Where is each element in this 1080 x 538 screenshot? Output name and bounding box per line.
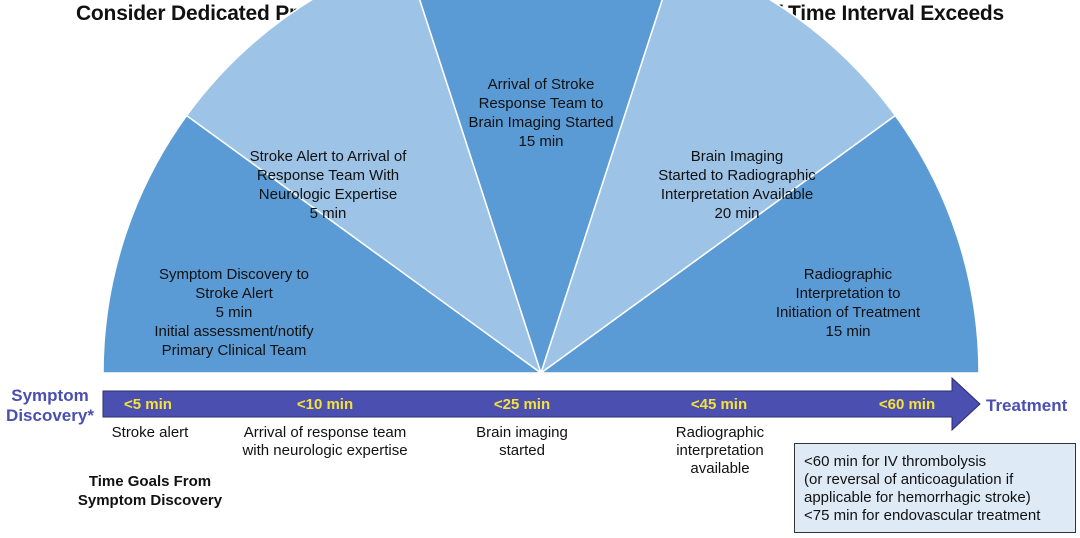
segment-label-interpretation-to-treatment: Radiographic Interpretation to Initiatio…: [775, 266, 921, 340]
timeline-end-label: Treatment: [986, 396, 1068, 415]
fan-segment-alert-to-team: [185, 0, 543, 375]
treatment-goal-line: applicable for hemorrhagic stroke): [804, 489, 1031, 506]
segment-label-symptom-to-alert: Symptom Discovery to Stroke Alert 5 min …: [154, 266, 314, 359]
tick-label-45min: <45 min: [690, 396, 748, 413]
fan-segment-interpretation-to-treatment: [538, 114, 980, 374]
milestone-imaging-started: Brain imaging started: [476, 424, 568, 459]
tick-label-5min: <5 min: [124, 396, 172, 413]
segment-label-alert-to-team: Stroke Alert to Arrival of Response Team…: [249, 148, 407, 222]
milestone-interpretation-available: Radiographic interpretation available: [675, 424, 765, 477]
segment-label-team-to-imaging: Arrival of Stroke Response Team to Brain…: [468, 76, 614, 150]
timeline-arrow: [102, 376, 981, 432]
fan-segment-imaging-to-interpretation: [539, 0, 897, 375]
time-goals-label: Time Goals From Symptom Discovery: [77, 473, 223, 509]
treatment-goal-line: <75 min for endovascular treatment: [804, 507, 1041, 524]
fan-segment-team-to-imaging: [419, 0, 663, 376]
treatment-goals-box: <60 min for IV thrombolysis (or reversal…: [794, 443, 1076, 533]
tick-label-60min: <60 min: [878, 396, 936, 413]
milestone-stroke-alert: Stroke alert: [111, 424, 189, 441]
tick-label-10min: <10 min: [296, 396, 354, 413]
tick-label-25min: <25 min: [493, 396, 551, 413]
segment-label-imaging-to-interpretation: Brain Imaging Started to Radiographic In…: [658, 148, 816, 222]
treatment-goal-line: <60 min for IV thrombolysis: [804, 453, 987, 470]
milestone-team-arrival: Arrival of response team with neurologic…: [242, 424, 408, 459]
timeline-start-label: Symptom Discovery*: [6, 386, 94, 425]
treatment-goal-line: (or reversal of anticoagulation if: [804, 471, 1014, 488]
fan-segment-symptom-to-alert: [102, 114, 544, 374]
